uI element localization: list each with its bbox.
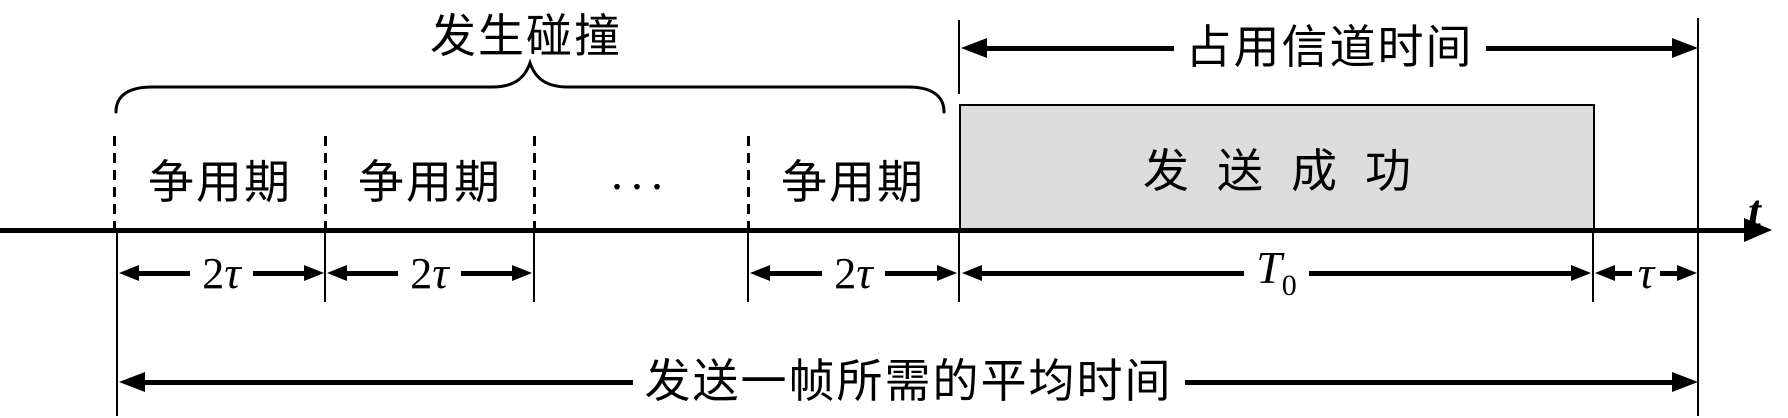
measure-tick [1592,233,1594,302]
contention-period-label: 争用期 [781,157,925,208]
t-zero-arrow: T0 [962,245,1591,301]
channel-occupation-label: 占用信道时间 [1185,22,1474,73]
ellipsis-label: ... [611,147,671,200]
collision-label: 发生碰撞 [430,11,622,62]
tau-arrow: τ [1595,250,1697,296]
arrow-left-head-icon [1595,265,1615,281]
measure-tick [958,233,960,302]
contention-boundary-dashed-line [747,136,750,233]
arrow-right-head-icon [512,265,532,281]
two-tau-arrow: 2τ [327,250,532,296]
arrow-left-head-icon [962,265,982,281]
two-tau-label: 2 [410,249,433,298]
two-tau-label: 2 [202,249,225,298]
transmission-success-label: 发送成功 [1143,145,1439,197]
channel-occupation-left-tick [958,20,960,94]
measure-tick [533,233,535,302]
arrow-right-head-icon [1677,265,1697,281]
arrow-right-head-icon [1672,38,1698,58]
arrow-left-head-icon [327,265,347,281]
time-axis-label: t [1748,185,1761,236]
measure-tick [747,233,749,302]
t-zero-label: T [1256,242,1282,293]
measure-tick [116,233,118,416]
time-axis-line [0,228,1744,233]
arrow-right-head-icon [937,265,957,281]
average-frame-time-arrow: 发送一帧所需的平均时间 [119,356,1698,407]
average-frame-time-label: 发送一帧所需的平均时间 [644,356,1173,407]
arrow-left-head-icon [961,38,987,58]
time-axis-arrowhead-icon [1744,218,1772,242]
arrow-right-head-icon [1571,265,1591,281]
two-tau-arrow: 2τ [119,250,324,296]
channel-occupation-arrow: 占用信道时间 [961,22,1698,73]
tau-label: τ [1637,247,1655,298]
contention-boundary-dashed-line [533,136,536,233]
two-tau-arrow: 2τ [750,250,957,296]
transmission-success-box: 发送成功 [959,104,1595,231]
contention-boundary-dashed-line [324,136,327,233]
arrow-left-head-icon [750,265,770,281]
measure-tick [324,233,326,302]
arrow-right-head-icon [304,265,324,281]
arrow-left-head-icon [119,372,145,392]
contention-boundary-dashed-line [113,136,116,233]
contention-period-label: 争用期 [358,157,502,208]
arrow-right-head-icon [1672,372,1698,392]
two-tau-label: 2 [834,249,857,298]
curly-brace-icon [114,58,946,114]
arrow-left-head-icon [119,265,139,281]
measure-tick [1697,18,1699,416]
contention-period-label: 争用期 [148,157,292,208]
